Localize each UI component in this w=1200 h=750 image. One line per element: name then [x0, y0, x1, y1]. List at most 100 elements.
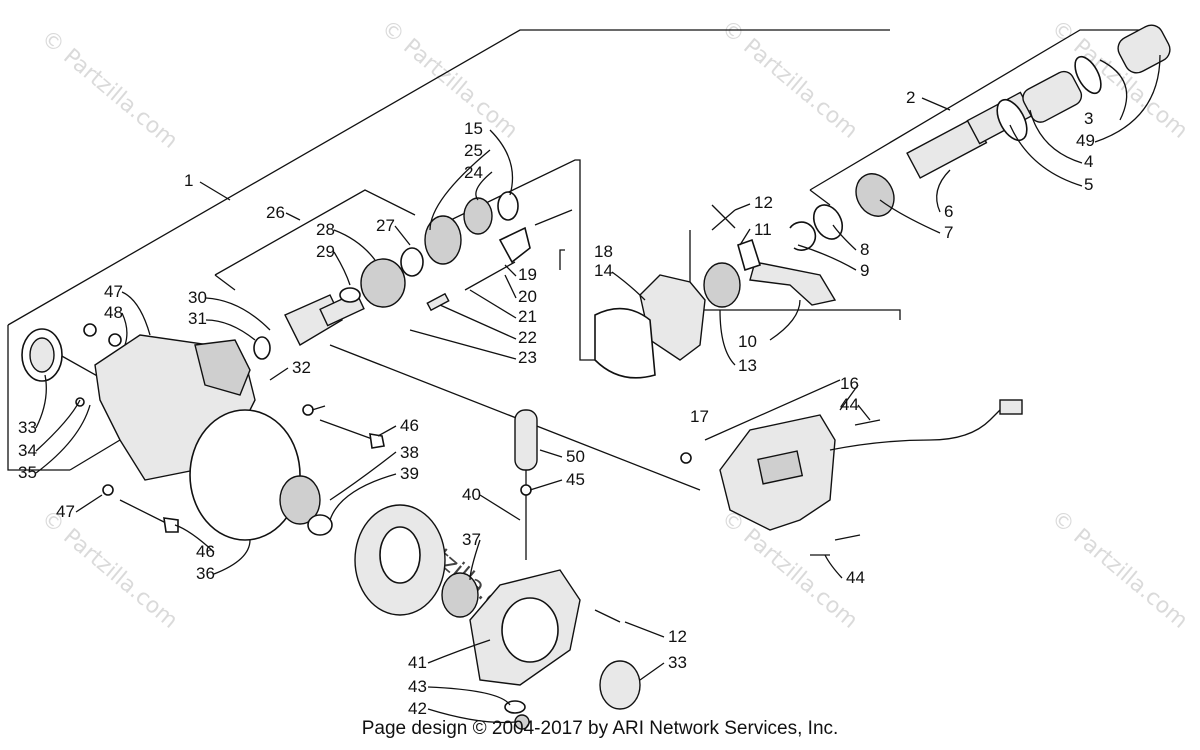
bracket-11 — [737, 238, 762, 272]
washer-47b — [102, 484, 114, 496]
clamp-3 — [1074, 55, 1102, 95]
clamp-45 — [520, 484, 532, 496]
boot — [1022, 70, 1083, 123]
fork-19 — [498, 226, 531, 264]
callout-label: 7 — [944, 223, 953, 242]
callout-label: 9 — [860, 261, 869, 280]
bellows — [1117, 24, 1171, 74]
bearing-13 — [703, 262, 741, 308]
watermark: © Partzilla.com — [376, 15, 522, 143]
snap-ring-9 — [789, 221, 817, 251]
watermark: © Partzilla.com — [36, 25, 182, 153]
callout-label: 47 — [56, 502, 75, 521]
callout-label: 28 — [316, 220, 335, 239]
callout-label: 42 — [408, 699, 427, 718]
washer-47 — [302, 404, 314, 416]
callout-label: 13 — [738, 356, 757, 375]
callout-label: 46 — [400, 416, 419, 435]
callout-label: 19 — [518, 265, 537, 284]
callout-label: 2 — [906, 88, 915, 107]
callout-label: 24 — [464, 163, 483, 182]
bolt-head-46 — [369, 433, 385, 449]
callout-label: 31 — [188, 309, 207, 328]
watermark: © Partzilla.com — [36, 505, 182, 633]
actuator-assembly — [680, 399, 1023, 531]
callout-label: 45 — [566, 470, 585, 489]
callout-label: 15 — [464, 119, 483, 138]
callout-label: 35 — [18, 463, 37, 482]
bolt-46b — [119, 499, 171, 526]
callout-leaders — [35, 54, 1161, 724]
bolt-12 — [711, 209, 736, 231]
callout-label: 20 — [518, 287, 537, 306]
bearing-37 — [279, 475, 321, 525]
callout-label: 11 — [754, 220, 772, 239]
callout-label: 18 — [594, 242, 613, 261]
callout-label: 26 — [266, 203, 285, 222]
callout-label: 41 — [408, 653, 427, 672]
callout-label: 12 — [754, 193, 773, 212]
callout-label: 40 — [462, 485, 481, 504]
callout-label: 21 — [518, 307, 537, 326]
bearing-37b — [441, 572, 479, 618]
o-ring-36 — [189, 409, 301, 541]
callout-label: 48 — [104, 303, 123, 322]
callout-label: 12 — [668, 627, 687, 646]
callout-label: 32 — [292, 358, 311, 377]
callout-label: 30 — [188, 288, 207, 307]
callout-label: 38 — [400, 443, 419, 462]
bolt-head-46b — [163, 517, 179, 533]
assembly-brackets — [7, 29, 1160, 491]
bolt-44b — [834, 534, 861, 541]
ring-gear-assembly — [279, 409, 641, 730]
o-ring-17 — [680, 452, 692, 464]
callout-label: 25 — [464, 141, 483, 160]
bolt-44 — [854, 419, 881, 426]
shift-fork-assembly — [594, 204, 837, 379]
seal-4 — [996, 98, 1028, 142]
callout-label: 49 — [1076, 131, 1095, 150]
callout-label: 44 — [846, 568, 865, 587]
o-ring-38 — [307, 514, 333, 536]
breather-50 — [514, 409, 538, 471]
watermark: © Partzilla.com — [716, 505, 862, 633]
bolts — [102, 209, 881, 623]
seal-8 — [812, 204, 844, 240]
connector — [999, 399, 1023, 415]
callout-label: 44 — [840, 395, 859, 414]
callout-label: 22 — [518, 328, 537, 347]
cover-bore — [501, 597, 559, 663]
bearing-24 — [463, 197, 493, 235]
callout-label: 16 — [840, 374, 859, 393]
shift-fork-10 — [749, 261, 837, 306]
callout-label: 34 — [18, 441, 37, 460]
callout-label: 23 — [518, 348, 537, 367]
callout-label: 39 — [400, 464, 419, 483]
actuator-detail — [757, 450, 804, 485]
housing-boss — [194, 339, 251, 396]
wire-harness — [829, 409, 1001, 451]
callout-label: 43 — [408, 677, 427, 696]
callout-label: 33 — [18, 418, 37, 437]
collar-7 — [855, 173, 895, 217]
bolt-46 — [319, 419, 376, 441]
callout-label: 29 — [316, 242, 335, 261]
seal-33b — [599, 660, 641, 710]
seal-33-inner — [29, 337, 55, 373]
watermark: © Partzilla.com — [1046, 505, 1192, 633]
callout-label: 14 — [594, 261, 613, 280]
ring-15 — [497, 191, 519, 221]
callout-label: 5 — [1084, 175, 1093, 194]
input-gear-assembly — [253, 191, 573, 360]
callout-label: 4 — [1084, 152, 1093, 171]
callout-label: 46 — [196, 542, 215, 561]
callout-label: 8 — [860, 240, 869, 259]
callout-label: 33 — [668, 653, 687, 672]
callout-label: 3 — [1084, 109, 1093, 128]
ring-gear-hub — [379, 526, 421, 584]
gear-case-housing — [21, 323, 301, 541]
callout-label: 37 — [462, 530, 481, 549]
bolt-12b — [594, 609, 621, 623]
callout-label: 27 — [376, 216, 395, 235]
